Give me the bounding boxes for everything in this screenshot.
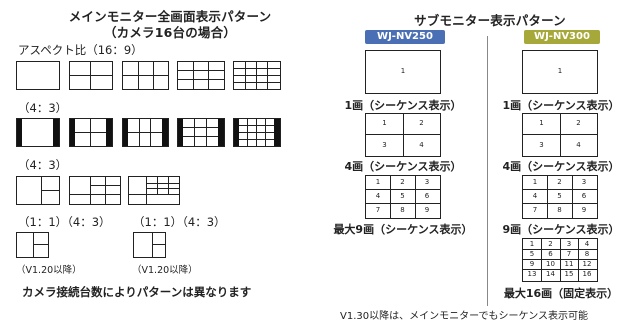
layout-mixed-a [16,232,49,258]
layout-4-3-1screen [16,118,60,147]
main-footnote: カメラ接続台数によりパターンは異なります [22,285,252,299]
layout-4-3-9screen [177,118,225,147]
nv250-label-1: 1画（シーケンス表示） [344,99,462,112]
column-divider [487,36,488,306]
nv300-16screen: 1 2 3 4 5 6 7 8 9 10 11 12 13 14 15 16 [522,238,598,282]
nv250-4screen: 1 2 3 4 [365,113,441,157]
nv250-label-4: 4画（シーケンス表示） [344,160,462,173]
layout-16-9-6screen [122,61,169,90]
layout-16-9-9screen [177,61,225,90]
nv300-1screen: 1 [522,50,598,94]
nv250-9screen: 1 2 3 4 5 6 7 8 9 [365,175,441,219]
layout-16-9-1screen [16,61,60,90]
nv250-1screen: 1 [365,50,441,94]
layout-16-9-4screen [69,61,113,90]
aspect-16-9-label: アスペクト比（16：9） [18,43,143,57]
version-note-2: （V1.20以降） [132,265,198,276]
nv300-label-1: 1画（シーケンス表示） [502,99,620,112]
sub-title: サブモニター表示パターン [414,13,566,28]
nv300-4screen: 1 2 3 4 [522,113,598,157]
model-badge-nv300: WJ-NV300 [524,30,600,44]
layout-4-3-4screen [69,118,113,147]
layout-multi-c [128,176,180,205]
layout-4-3-16screen [233,118,281,147]
nv250-label-9: 最大9画（シーケンス表示） [333,223,473,236]
sub-footnote: V1.30以降は、メインモニターでもシーケンス表示可能 [340,311,589,322]
mixed-label-1: （1：1）（4：3） [18,215,111,229]
aspect-4-3-label-b: （4：3） [18,158,68,172]
layout-4-3-6screen [122,118,169,147]
model-badge-nv250: WJ-NV250 [365,30,445,44]
nv300-label-4: 4画（シーケンス表示） [502,160,620,173]
layout-multi-b [69,176,121,205]
nv300-label-9: 9画（シーケンス表示） [502,223,620,236]
nv300-9screen: 1 2 3 4 5 6 7 8 9 [522,175,598,219]
main-title-line1: メインモニター全画面表示パターン [68,9,272,24]
version-note-1: （V1.20以降） [16,265,82,276]
layout-16-9-16screen [233,61,281,90]
main-title-line2: （カメラ16台の場合） [103,25,237,40]
layout-multi-a [16,176,60,205]
mixed-label-2: （1：1）（4：3） [133,215,226,229]
aspect-4-3-label-a: （4：3） [18,101,68,115]
layout-mixed-b [133,232,166,258]
nv300-label-16: 最大16画（固定表示） [503,287,619,300]
